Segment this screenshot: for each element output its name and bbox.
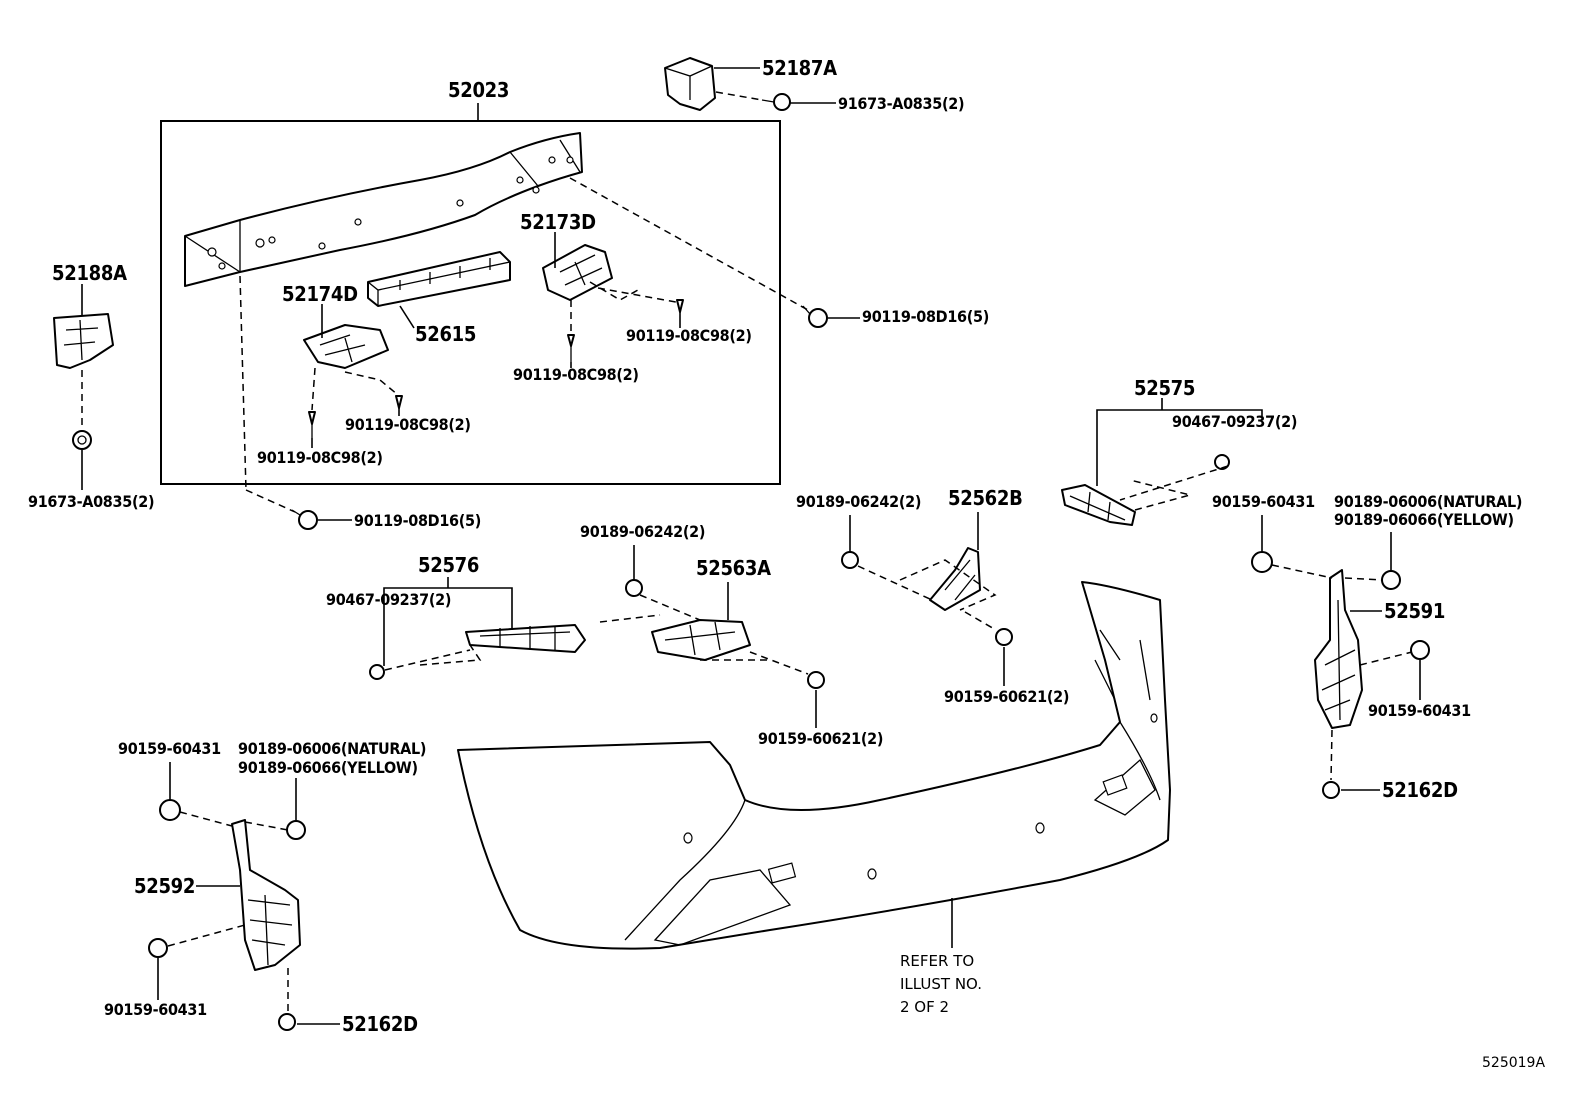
callout-90159-60621-bottom: 90159-60621(2) [758, 729, 884, 748]
side-retainer-52591 [1314, 569, 1363, 729]
callout-91673-a0835-left: 91673-A0835(2) [28, 492, 155, 511]
leader-lines [81, 67, 1421, 1025]
callout-91673-a0835-top: 91673-A0835(2) [838, 94, 965, 113]
retainer-52575 [1061, 484, 1136, 526]
callout-90159-60431-right-top: 90159-60431 [1212, 492, 1315, 511]
bracket-52563A [651, 619, 751, 661]
bracket-52187A [664, 57, 716, 111]
callout-52563A: 52563A [696, 556, 771, 580]
callout-90467-09237-right: 90467-09237(2) [1172, 412, 1298, 431]
callout-52562B: 52562B [948, 486, 1023, 510]
callout-52173D: 52173D [520, 210, 596, 234]
callout-52576: 52576 [418, 553, 480, 577]
refer-note: REFER TO ILLUST NO. 2 OF 2 [900, 950, 982, 1019]
callout-90159-60431-right-bottom: 90159-60431 [1368, 701, 1471, 720]
callout-90119-08d16-left: 90119-08D16(5) [354, 511, 482, 530]
callout-52591: 52591 [1384, 599, 1446, 623]
refer-note-line: 2 OF 2 [900, 998, 950, 1016]
callout-90159-60621-right: 90159-60621(2) [944, 687, 1070, 706]
callout-90119-08c98-b: 90119-08C98(2) [513, 365, 639, 384]
callout-52174D: 52174D [282, 282, 358, 306]
callout-52615: 52615 [415, 322, 477, 346]
callout-90189-06242-mid: 90189-06242(2) [796, 492, 922, 511]
bracket-52174D [303, 324, 389, 369]
callout-90189-06006-right: 90189-06006(NATURAL) [1334, 492, 1523, 511]
callout-90189-06066-left: 90189-06066(YELLOW) [238, 758, 418, 777]
refer-note-line: REFER TO [900, 952, 975, 970]
assembly-dashes [81, 91, 1413, 1012]
rear-bumper-cover [457, 581, 1171, 950]
fasteners [72, 93, 1430, 1031]
callout-90119-08c98-c: 90119-08C98(2) [345, 415, 471, 434]
bracket-52173D [542, 244, 613, 301]
callout-90467-09237-left: 90467-09237(2) [326, 590, 452, 609]
bracket-52188A [53, 313, 114, 369]
callout-90119-08d16-right: 90119-08D16(5) [862, 307, 990, 326]
side-retainer-52592 [231, 819, 301, 971]
callout-52162D-left: 52162D [342, 1012, 418, 1036]
callout-52162D-right: 52162D [1382, 778, 1458, 802]
rear-bumper-reinforcement [184, 132, 583, 287]
callout-52592: 52592 [134, 874, 196, 898]
callout-90159-60431-left-bottom: 90159-60431 [104, 1000, 207, 1019]
retainer-52576 [465, 624, 586, 653]
callout-52023: 52023 [448, 78, 510, 102]
callout-90189-06066-right: 90189-06066(YELLOW) [1334, 510, 1514, 529]
callout-52188A: 52188A [52, 261, 127, 285]
callout-52575: 52575 [1134, 376, 1196, 400]
callout-90189-06006-left: 90189-06006(NATURAL) [238, 739, 427, 758]
callout-90189-06242-left: 90189-06242(2) [580, 522, 706, 541]
illustration-code: 525019A [1482, 1055, 1546, 1071]
callout-90159-60431-left-top: 90159-60431 [118, 739, 221, 758]
callout-90119-08c98-d: 90119-08C98(2) [257, 448, 383, 467]
callout-90119-08c98-a: 90119-08C98(2) [626, 326, 752, 345]
group-frame-52023 [160, 120, 781, 485]
bracket-52562B [929, 547, 981, 611]
callout-52187A: 52187A [762, 56, 837, 80]
energy-absorber-52615 [367, 251, 511, 307]
refer-note-line: ILLUST NO. [900, 975, 983, 993]
